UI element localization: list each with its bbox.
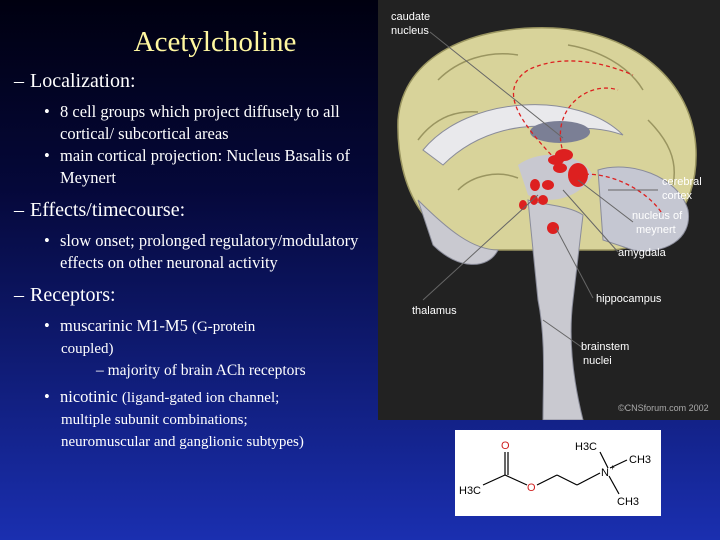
bullet-item: • main cortical projection: Nucleus Basa… — [44, 145, 364, 189]
label-brainstem-2: nuclei — [583, 355, 612, 367]
bullet-item: • slow onset; prolonged regulatory/modul… — [44, 230, 364, 274]
bullet-continuation: multiple subunit combinations; — [61, 412, 248, 428]
label-meynert: nucleus of — [632, 210, 683, 222]
bullet-continuation: coupled) — [61, 341, 114, 357]
oxygen-ester: O — [527, 482, 536, 494]
brain-diagram: caudate nucleus cerebral cortex nucleus … — [378, 0, 720, 420]
bullet-marker: • — [44, 316, 50, 335]
slide-title: Acetylcholine — [133, 26, 297, 58]
label-caudate: caudate — [391, 11, 430, 23]
acetylcholine-structure: O O H3C H3C CH3 CH3 N + — [459, 440, 651, 508]
muscarinic-detail: (G-protein — [191, 319, 256, 335]
label-cerebral: cerebral — [662, 176, 702, 188]
nicotinic-label: nicotinic — [60, 387, 118, 406]
section-heading: Localization: — [30, 70, 136, 92]
section-heading: Receptors: — [30, 284, 116, 306]
slide-content: – Localization: • 8 cell groups which pr… — [14, 70, 364, 453]
positive-charge: + — [610, 463, 615, 472]
methyl-left: H3C — [459, 485, 481, 497]
bullet-marker: • — [44, 231, 50, 250]
label-meynert-2: meynert — [636, 224, 676, 236]
methyl-bottom: CH3 — [617, 496, 639, 508]
bullet-text: slow onset; prolonged regulatory/modulat… — [60, 231, 359, 272]
bullet-marker: • — [44, 387, 50, 406]
label-thalamus: thalamus — [412, 305, 457, 317]
bullet-text: nicotinic (ligand-gated ion channel; — [60, 386, 279, 409]
methyl-top: H3C — [575, 441, 597, 453]
nitrogen-atom: N — [601, 467, 609, 479]
bullet-marker: • — [44, 146, 50, 165]
dash-marker: – — [14, 70, 24, 92]
bullet-muscarinic: • muscarinic M1-M5 (G-protein — [44, 315, 364, 338]
label-hippocampus: hippocampus — [596, 293, 662, 305]
dash-marker: – — [14, 199, 24, 221]
bullet-text: 8 cell groups which project diffusely to… — [60, 102, 340, 143]
muscarinic-label: muscarinic M1-M5 — [60, 316, 188, 335]
dash-marker: – — [14, 284, 24, 306]
section-localization: – Localization: — [14, 70, 364, 93]
sub-bullet: – majority of brain ACh receptors — [96, 362, 306, 379]
bullet-text: muscarinic M1-M5 (G-protein — [60, 315, 255, 338]
bullet-marker: • — [44, 102, 50, 121]
copyright-text: ©CNSforum.com 2002 — [618, 403, 709, 413]
bullet-text: main cortical projection: Nucleus Basali… — [60, 146, 351, 187]
oxygen-carbonyl: O — [501, 440, 510, 452]
nicotinic-detail: (ligand-gated ion channel; — [121, 390, 280, 406]
bullet-item: • 8 cell groups which project diffusely … — [44, 101, 364, 145]
section-effects: – Effects/timecourse: — [14, 199, 364, 222]
label-caudate-2: nucleus — [391, 25, 429, 37]
methyl-right: CH3 — [629, 454, 651, 466]
label-cerebral-2: cortex — [662, 190, 692, 202]
section-receptors: – Receptors: — [14, 284, 364, 307]
label-amygdala: amygdala — [618, 247, 667, 259]
bullet-continuation: neuromuscular and ganglionic subtypes) — [61, 434, 304, 450]
sub-bullet-text: majority of brain ACh receptors — [107, 362, 306, 379]
label-brainstem: brainstem — [581, 341, 629, 353]
bullet-nicotinic: • nicotinic (ligand-gated ion channel; — [44, 386, 364, 409]
brain-illustration: caudate nucleus cerebral cortex nucleus … — [391, 11, 709, 420]
section-heading: Effects/timecourse: — [30, 199, 186, 221]
chemical-structure: O O H3C H3C CH3 CH3 N + — [455, 430, 661, 516]
